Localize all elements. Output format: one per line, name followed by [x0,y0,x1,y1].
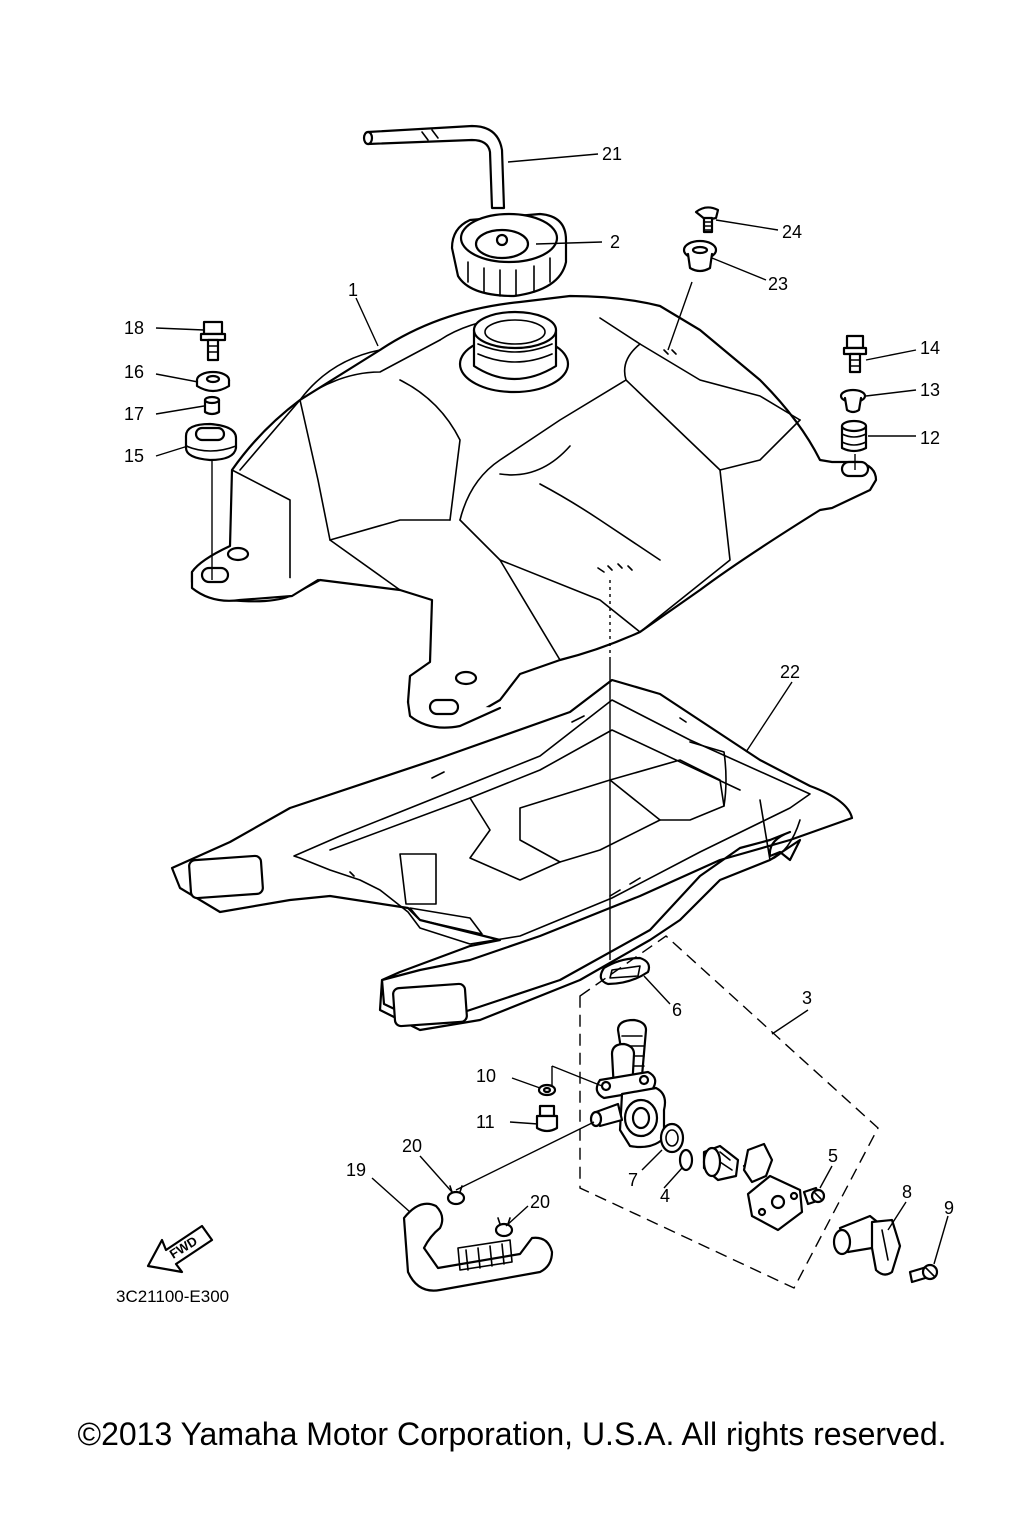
callout-8: 8 [902,1182,912,1202]
fuel-cock-assembly-outline-part-3 [579,935,879,1289]
callout-9: 9 [944,1198,954,1218]
callout-19: 19 [346,1160,366,1180]
callout-14: 14 [920,338,940,358]
callout-10: 10 [476,1066,496,1086]
callout-4: 4 [660,1186,670,1206]
callout-13: 13 [920,380,940,400]
grommet-part-15 [184,422,238,462]
callout-7: 7 [628,1170,638,1190]
seal-part-4 [678,1148,694,1172]
screw-part-11 [535,1104,559,1133]
callout-12: 12 [920,428,940,448]
callout-17: 17 [124,404,144,424]
collar-part-13 [839,388,867,414]
drawing-code: 3C21100-E300 [116,1287,229,1306]
copyright-notice: ©2013 Yamaha Motor Corporation, U.S.A. A… [77,1416,947,1452]
tank-cover-part-22 [170,678,854,1032]
collar-part-17 [203,395,221,416]
callout-15: 15 [124,446,144,466]
screw-part-9 [908,1263,939,1284]
callout-20a: 20 [402,1136,422,1156]
breather-hose-part-21 [362,124,506,210]
hose-clip-part-20a [446,1185,466,1206]
callout-24: 24 [782,222,802,242]
fuel-tank-part-1 [190,294,878,729]
grommet-part-12 [840,419,868,453]
callout-23: 23 [768,274,788,294]
callout-labels: 21 2 24 23 1 18 16 17 15 14 13 12 22 3 6… [124,144,954,1218]
screw-part-24 [694,206,720,234]
leader-lines [155,153,949,1265]
lever-part-8 [832,1214,902,1276]
washer-part-10 [537,1083,557,1097]
fuel-cap-part-2 [450,212,568,298]
bolt-part-18 [199,320,227,362]
forward-direction-arrow: FWD [146,1224,214,1274]
callout-21: 21 [602,144,622,164]
fuel-cock-body [551,1018,667,1149]
hose-clip-part-20b [494,1217,514,1238]
bolt-part-14 [842,334,868,374]
damper-part-23 [682,239,718,273]
callout-16: 16 [124,362,144,382]
o-ring-part-7 [659,1122,685,1154]
cover-plate [746,1174,804,1232]
fuel-hose-part-19 [402,1202,554,1292]
callout-6: 6 [672,1000,682,1020]
callout-3: 3 [802,988,812,1008]
valve-rotor [702,1142,774,1184]
callout-5: 5 [828,1146,838,1166]
callout-18: 18 [124,318,144,338]
washer-part-16 [195,370,231,393]
callout-1: 1 [348,280,358,300]
screw-part-5 [802,1186,826,1206]
callout-20b: 20 [530,1192,550,1212]
callout-11: 11 [476,1112,495,1132]
callout-2: 2 [610,232,620,252]
callout-22: 22 [780,662,800,682]
gasket-part-6 [599,956,651,986]
